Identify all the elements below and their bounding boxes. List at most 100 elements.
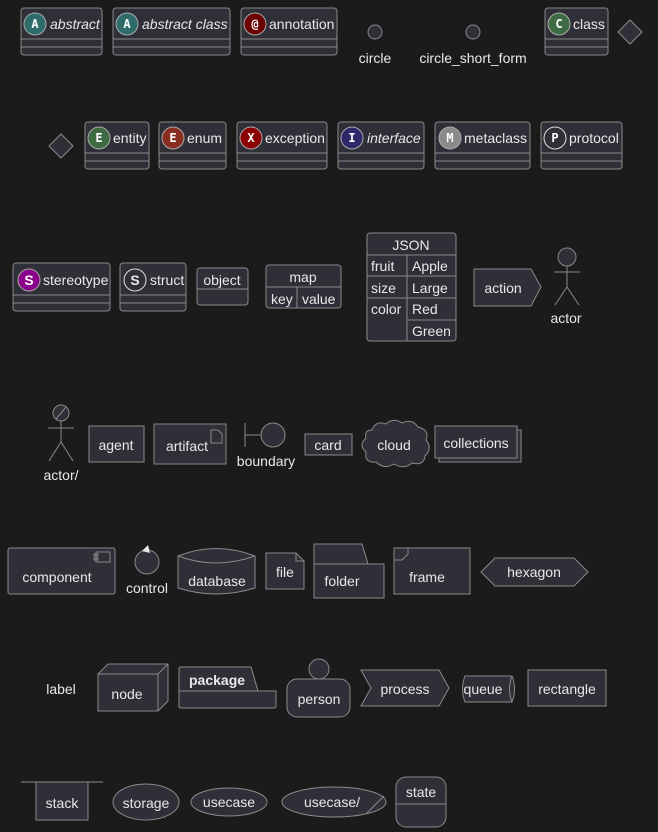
- svg-text:node: node: [111, 686, 142, 702]
- artifact-node[interactable]: artifact: [153, 423, 227, 465]
- protocol-node[interactable]: P protocol: [540, 121, 623, 170]
- queue-node[interactable]: queue: [462, 675, 515, 703]
- struct-icon: [123, 268, 147, 292]
- svg-text:usecase: usecase: [203, 794, 255, 810]
- interface-node[interactable]: I interface: [337, 121, 425, 170]
- component-node[interactable]: component: [7, 547, 116, 595]
- class-icon: [547, 12, 571, 36]
- circle-short-form-node[interactable]: circle_short_form: [419, 24, 527, 66]
- svg-text:abstract class: abstract class: [142, 16, 228, 32]
- abstract-class-icon: [115, 12, 139, 36]
- svg-text:fruit: fruit: [371, 258, 394, 274]
- exception-node[interactable]: X exception: [236, 121, 328, 170]
- label-node: label: [46, 681, 76, 697]
- collections-node[interactable]: collections: [434, 425, 522, 463]
- stereotype-node[interactable]: S stereotype: [12, 262, 111, 312]
- svg-text:color: color: [371, 301, 402, 317]
- person-node[interactable]: person: [286, 658, 351, 718]
- svg-text:object: object: [203, 272, 240, 288]
- svg-text:usecase/: usecase/: [304, 794, 360, 810]
- svg-text:person: person: [298, 691, 341, 707]
- svg-text:exception: exception: [265, 130, 325, 146]
- svg-text:key: key: [271, 291, 293, 307]
- svg-text:X: X: [247, 131, 255, 145]
- svg-text:control: control: [126, 580, 168, 596]
- annotation-icon: [243, 12, 267, 36]
- package-node[interactable]: package: [178, 666, 277, 709]
- object-node[interactable]: object: [196, 267, 249, 306]
- svg-text:rectangle: rectangle: [538, 681, 596, 697]
- svg-text:metaclass: metaclass: [464, 130, 527, 146]
- stereotype-icon: [17, 268, 41, 292]
- svg-text:package: package: [189, 672, 245, 688]
- diamond-node[interactable]: [617, 19, 643, 45]
- svg-text:A: A: [123, 17, 131, 31]
- diamond-node-2[interactable]: [48, 133, 74, 159]
- frame-node[interactable]: frame: [393, 547, 471, 595]
- svg-text:@: @: [251, 17, 258, 31]
- svg-text:storage: storage: [123, 795, 170, 811]
- actor-icon: [557, 247, 577, 267]
- svg-text:frame: frame: [409, 569, 445, 585]
- folder-node[interactable]: folder: [313, 543, 385, 599]
- struct-node[interactable]: S struct: [119, 262, 187, 312]
- business-actor-node[interactable]: actor/: [43, 404, 79, 483]
- svg-text:P: P: [551, 131, 558, 145]
- svg-text:entity: entity: [113, 130, 146, 146]
- rectangle-node[interactable]: rectangle: [527, 669, 607, 707]
- hexagon-node[interactable]: hexagon: [480, 557, 589, 587]
- svg-text:component: component: [22, 569, 91, 585]
- svg-text:Large: Large: [412, 280, 448, 296]
- node-node[interactable]: node: [97, 663, 169, 712]
- svg-text:database: database: [188, 573, 246, 589]
- svg-text:artifact: artifact: [166, 438, 208, 454]
- entity-icon: [87, 126, 111, 150]
- abstract-class-node[interactable]: A abstract class: [112, 7, 231, 56]
- svg-text:action: action: [484, 280, 521, 296]
- svg-text:protocol: protocol: [569, 130, 619, 146]
- control-icon: [134, 549, 160, 575]
- enum-node[interactable]: E enum: [158, 121, 227, 170]
- card-node[interactable]: card: [304, 433, 353, 456]
- svg-text:enum: enum: [187, 130, 222, 146]
- control-node[interactable]: control: [126, 545, 168, 596]
- svg-text:struct: struct: [150, 272, 184, 288]
- stack-node[interactable]: stack: [21, 781, 103, 821]
- metaclass-icon: [438, 126, 462, 150]
- svg-text:Green: Green: [412, 323, 451, 339]
- entity-node[interactable]: E entity: [84, 121, 150, 170]
- svg-text:E: E: [169, 131, 176, 145]
- state-node[interactable]: state: [395, 776, 447, 828]
- actor-node[interactable]: actor: [550, 247, 582, 326]
- action-node[interactable]: action: [473, 268, 542, 307]
- cloud-node[interactable]: cloud: [361, 419, 430, 468]
- svg-text:actor/: actor/: [43, 467, 78, 483]
- svg-text:collections: collections: [443, 435, 508, 451]
- exception-icon: [239, 126, 263, 150]
- circle-node[interactable]: circle: [359, 24, 392, 66]
- boundary-node[interactable]: boundary: [237, 422, 295, 469]
- annotation-node[interactable]: @ annotation: [240, 7, 338, 56]
- business-usecase-node[interactable]: usecase/: [281, 786, 387, 818]
- agent-node[interactable]: agent: [88, 425, 145, 463]
- svg-text:Apple: Apple: [412, 258, 448, 274]
- process-node[interactable]: process: [360, 669, 450, 707]
- usecase-node[interactable]: usecase: [190, 787, 268, 817]
- abstract-node[interactable]: A abstract: [20, 7, 103, 56]
- file-node[interactable]: file: [265, 552, 305, 590]
- svg-text:annotation: annotation: [269, 16, 334, 32]
- svg-text:interface: interface: [367, 130, 421, 146]
- class-node[interactable]: C class: [544, 7, 609, 56]
- svg-text:folder: folder: [324, 573, 359, 589]
- database-node[interactable]: database: [177, 548, 256, 595]
- storage-node[interactable]: storage: [112, 783, 180, 821]
- svg-text:hexagon: hexagon: [507, 564, 561, 580]
- svg-text:cloud: cloud: [377, 437, 410, 453]
- enum-icon: [161, 126, 185, 150]
- metaclass-node[interactable]: M metaclass: [434, 121, 531, 170]
- svg-text:circle: circle: [359, 50, 392, 66]
- svg-text:stereotype: stereotype: [43, 272, 109, 288]
